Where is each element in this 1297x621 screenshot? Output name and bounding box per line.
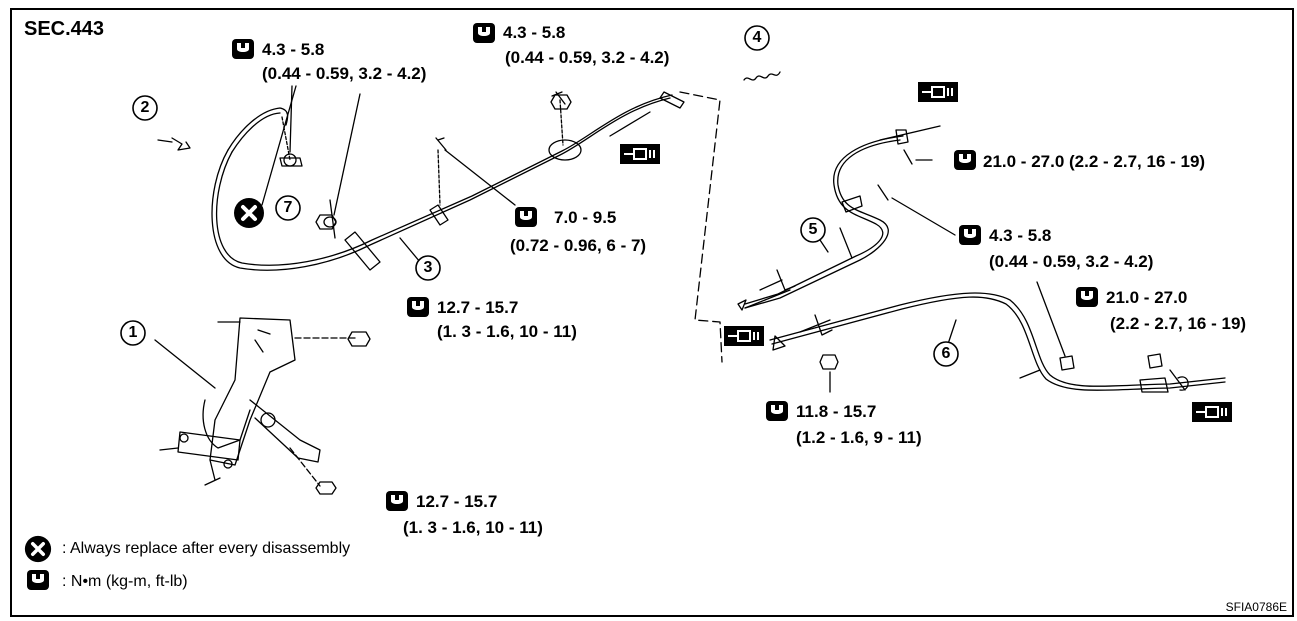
diagram-frame	[10, 8, 1294, 617]
torque-spec-line1: 4.3 - 5.8	[503, 23, 566, 42]
torque-spec-line1: 11.8 - 15.7	[796, 402, 877, 421]
callout-6: 6	[941, 345, 951, 362]
torque-spec-line2: (2.2 - 2.7, 16 - 19)	[1110, 314, 1247, 333]
torque-spec-line2: (1.2 - 1.6, 9 - 11)	[796, 428, 922, 447]
cable-clip	[171, 137, 191, 151]
pedal-assembly	[154, 317, 356, 487]
torque-spec-line1: 12.7 - 15.7	[437, 298, 519, 317]
front-cable	[211, 91, 685, 271]
torque-spec-line2: (1. 3 - 1.6, 10 - 11)	[437, 322, 577, 341]
callout-1: 1	[128, 324, 138, 341]
callout-7: 7	[283, 199, 293, 216]
torque-spec-line1: 4.3 - 5.8	[989, 226, 1052, 245]
torque-spec-line2: (0.44 - 0.59, 3.2 - 4.2)	[262, 64, 427, 83]
callout-2: 2	[140, 99, 150, 116]
torque-wrench-icon	[766, 401, 788, 421]
torque-wrench-icon	[232, 39, 254, 59]
torque-wrench-icon	[407, 297, 429, 317]
return-spring	[743, 71, 781, 81]
torque-wrench-icon	[473, 23, 495, 43]
grease-apply-icon	[918, 82, 958, 102]
rear-cable-right	[737, 125, 941, 311]
rear-cable-left	[769, 292, 1226, 393]
grease-apply-icon	[1192, 402, 1232, 422]
legend-replace-text: : Always replace after every disassembly	[62, 540, 351, 557]
torque-wrench-icon	[27, 570, 49, 590]
torque-spec-line2: (0.44 - 0.59, 3.2 - 4.2)	[989, 252, 1154, 271]
torque-wrench-icon	[954, 150, 976, 170]
legend-units-text: : N•m (kg-m, ft-lb)	[62, 573, 188, 590]
torque-spec-line2: (1. 3 - 1.6, 10 - 11)	[403, 518, 543, 537]
grease-apply-icon	[620, 144, 660, 164]
fasteners	[279, 94, 572, 495]
section-title: SEC.443	[24, 18, 105, 40]
torque-spec-line1: 4.3 - 5.8	[262, 40, 325, 59]
figure-code: SFIA0786E	[1225, 600, 1287, 614]
leader-lines	[157, 85, 651, 263]
torque-wrench-icon	[959, 225, 981, 245]
callout-5: 5	[808, 221, 818, 238]
torque-wrench-icon	[386, 491, 408, 511]
callout-4: 4	[752, 29, 762, 46]
torque-spec-line1: 21.0 - 27.0	[1106, 288, 1188, 307]
torque-wrench-icon	[1076, 287, 1098, 307]
separation-line	[679, 91, 723, 363]
callout-3: 3	[423, 259, 433, 276]
torque-spec-line1: 21.0 - 27.0 (2.2 - 2.7, 16 - 19)	[983, 152, 1206, 171]
torque-spec-line2: (0.72 - 0.96, 6 - 7)	[510, 236, 647, 255]
grease-apply-icon	[724, 326, 764, 346]
replace-part-icon	[24, 535, 52, 563]
torque-spec-line1: 12.7 - 15.7	[416, 492, 498, 511]
torque-wrench-icon	[515, 207, 537, 227]
replace-part-icon	[234, 198, 264, 228]
torque-spec-line1: 7.0 - 9.5	[554, 208, 617, 227]
torque-spec-line2: (0.44 - 0.59, 3.2 - 4.2)	[505, 48, 670, 67]
leader-lines-right	[819, 159, 1186, 393]
